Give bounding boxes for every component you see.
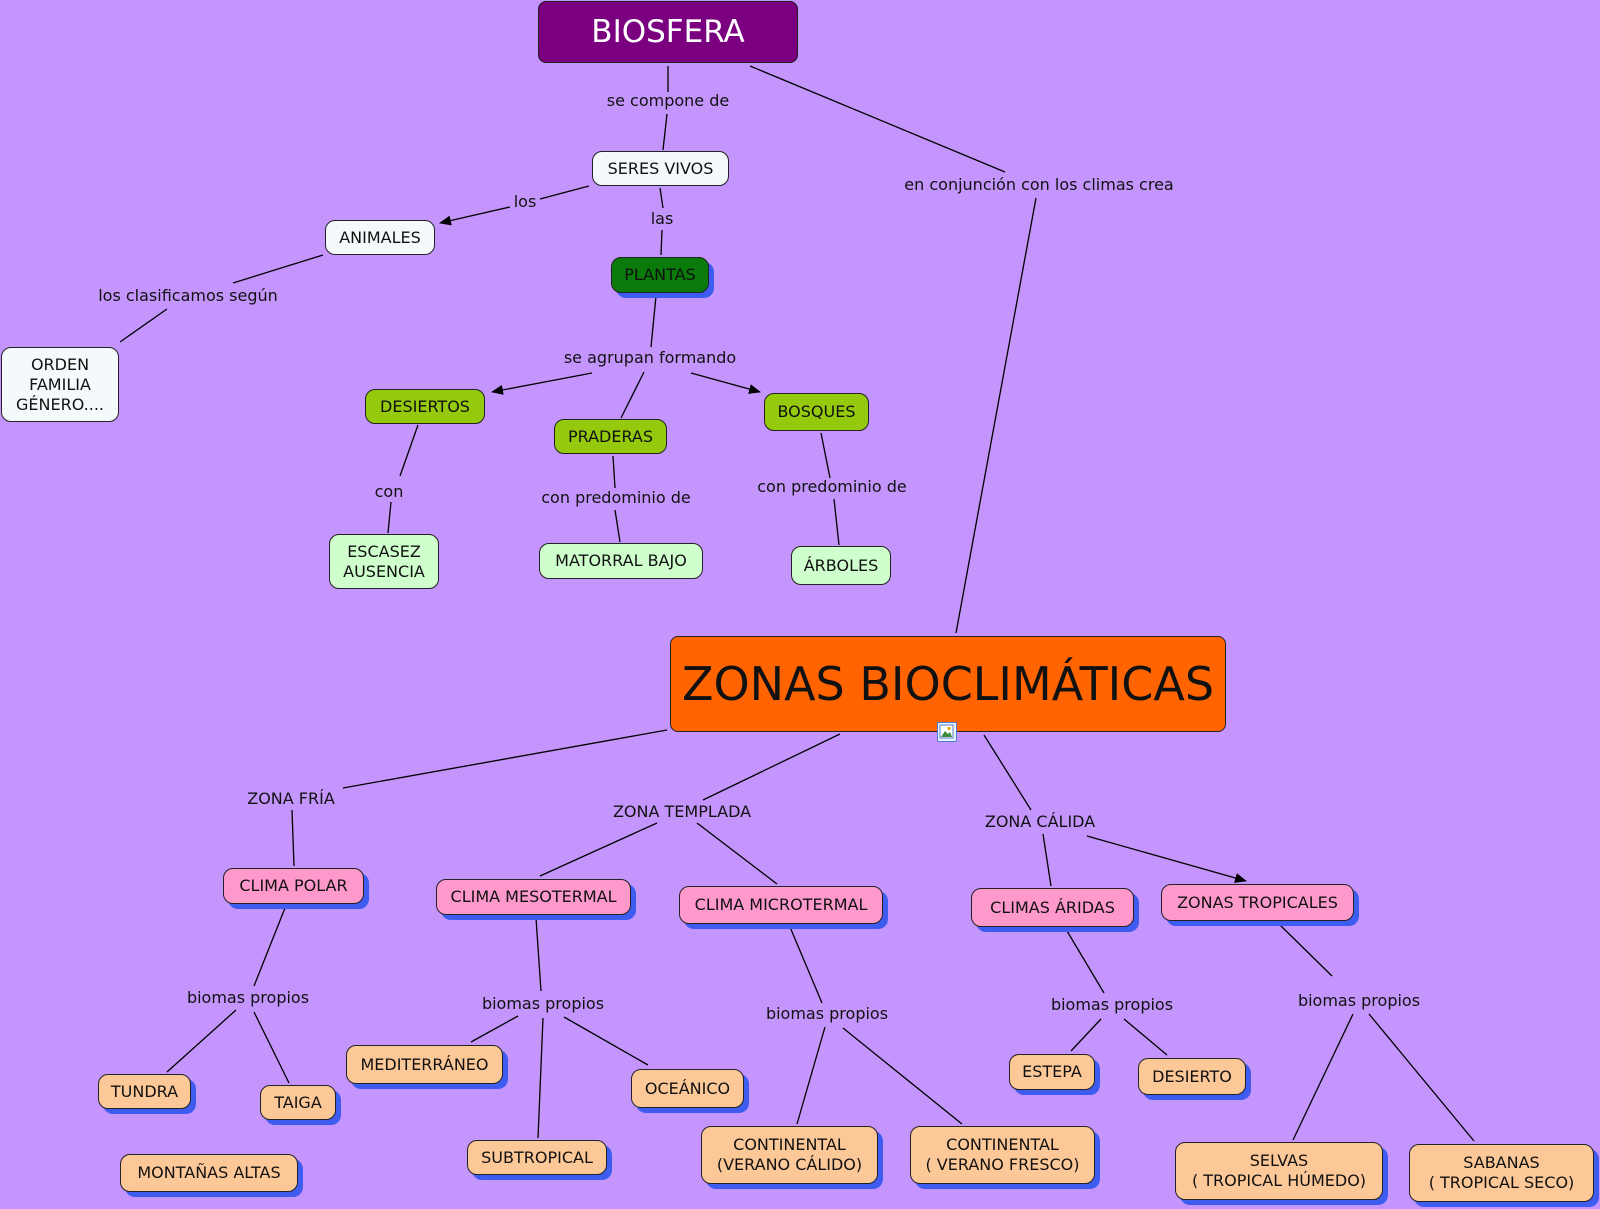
link [702,733,841,801]
link-label-biomas-propios: biomas propios [1050,995,1174,1014]
link [659,187,664,209]
node-animales[interactable]: ANIMALES [325,220,435,255]
node-continental-verano-calido[interactable]: CONTINENTAL (VERANO CÁLIDO) [701,1126,878,1184]
node-estepa[interactable]: ESTEPA [1009,1054,1095,1090]
node-praderas[interactable]: PRADERAS [554,419,667,454]
link [696,822,778,885]
node-montanas-altas[interactable]: MONTAÑAS ALTAS [120,1154,298,1192]
node-seres-vivos[interactable]: SERES VIVOS [592,151,729,186]
link-label-se-agrupan-formando: se agrupan formando [563,348,737,367]
link [399,424,419,477]
link [166,1009,237,1073]
node-taiga[interactable]: TAIGA [260,1085,336,1120]
node-desierto[interactable]: DESIERTO [1138,1058,1246,1095]
link [253,907,286,987]
link [789,926,823,1004]
node-zonas-bioclimaticas[interactable]: ZONAS BIOCLIMÁTICAS [670,636,1226,732]
node-biosfera[interactable]: BIOSFERA [538,1,798,63]
link-label-con-predominio-de: con predominio de [757,477,907,496]
link [749,65,1006,173]
link [539,185,590,200]
link [1279,924,1333,977]
node-matorral-bajo[interactable]: MATORRAL BAJO [539,543,703,579]
link [539,822,658,877]
link [1070,1018,1102,1052]
node-subtropical[interactable]: SUBTROPICAL [467,1140,607,1175]
link [535,917,542,992]
link [1066,930,1105,994]
link-label-con-predominio-de: con predominio de [541,488,691,507]
link-label-biomas-propios: biomas propios [481,994,605,1013]
link [662,113,668,151]
node-clima-polar[interactable]: CLIMA POLAR [223,868,364,904]
node-tundra[interactable]: TUNDRA [98,1074,191,1109]
link-label-con: con [374,482,404,501]
node-clima-mesotermal[interactable]: CLIMA MESOTERMAL [436,879,631,915]
node-zonas-tropicales[interactable]: ZONAS TROPICALES [1161,884,1354,921]
link [537,1017,544,1139]
node-desiertos[interactable]: DESIERTOS [365,389,485,424]
link [983,734,1032,811]
link [660,229,663,256]
node-escasez-ausencia[interactable]: ESCASEZ AUSENCIA [329,534,439,589]
link [1086,835,1247,883]
link [253,1011,290,1084]
link-label-zona-fria: ZONA FRÍA [247,789,335,808]
link [820,432,831,479]
link-label-las: las [650,209,674,228]
node-sabanas[interactable]: SABANAS ( TROPICAL SECO) [1409,1144,1594,1202]
link-label-zona-templada: ZONA TEMPLADA [612,802,752,821]
link [563,1016,649,1066]
link-label-biomas-propios: biomas propios [765,1004,889,1023]
link-label-los: los [513,192,537,211]
node-oceanico[interactable]: OCEÁNICO [631,1069,744,1108]
link [620,371,645,419]
link [842,1027,963,1125]
link [690,372,761,394]
link-label-los-clasificamos-segun: los clasificamos según [98,286,278,305]
image-icon[interactable] [937,722,957,742]
node-bosques[interactable]: BOSQUES [764,393,869,431]
node-climas-aridas[interactable]: CLIMAS ÁRIDAS [971,888,1134,927]
link [1123,1018,1168,1056]
link [491,372,593,395]
link [470,1015,519,1043]
node-plantas[interactable]: PLANTAS [611,257,709,293]
link [614,509,621,543]
link [612,455,616,489]
link [955,197,1037,634]
link-label-se-compone-de: se compone de [606,91,730,110]
node-continental-verano-fresco[interactable]: CONTINENTAL ( VERANO FRESCO) [910,1126,1095,1184]
link-label-biomas-propios: biomas propios [186,988,310,1007]
link-label-zona-calida: ZONA CÁLIDA [984,812,1096,831]
link [119,308,168,343]
link [833,498,840,546]
node-arboles[interactable]: ÁRBOLES [791,546,891,585]
node-orden-familia-genero[interactable]: ORDEN FAMILIA GÉNERO.... [1,347,119,422]
image-icon-glyph [939,724,954,739]
node-clima-microtermal[interactable]: CLIMA MICROTERMAL [679,886,883,924]
link [387,501,392,534]
link [1368,1013,1475,1142]
link [1292,1013,1354,1141]
node-selvas[interactable]: SELVAS ( TROPICAL HÚMEDO) [1175,1142,1383,1200]
link [1042,833,1052,887]
link-label-en-conjuncion: en conjunción con los climas crea [904,175,1174,194]
link-label-biomas-propios: biomas propios [1297,991,1421,1010]
link [291,809,295,867]
link [796,1026,826,1125]
link [439,206,511,226]
link [650,295,657,348]
link [232,254,324,284]
node-mediterraneo[interactable]: MEDITERRÁNEO [346,1045,503,1084]
link [342,729,668,789]
